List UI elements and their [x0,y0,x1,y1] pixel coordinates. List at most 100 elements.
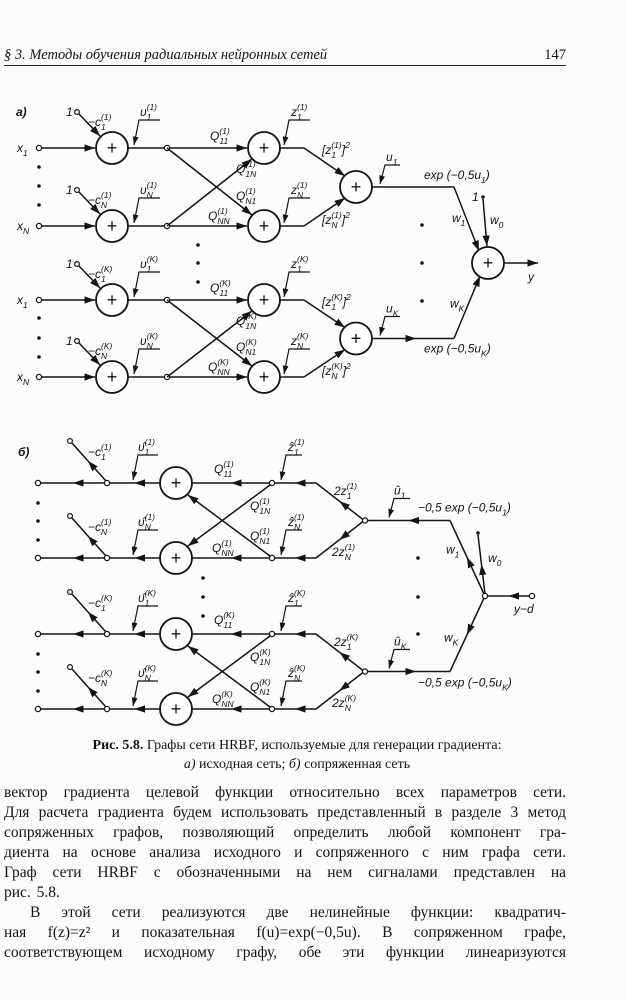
label-text: ) [484,168,490,182]
plus-sign: + [107,367,118,387]
signal-label-leader [282,271,310,298]
signal-label-leader [131,605,158,632]
label-text: Q [210,281,219,295]
label-subscript: 1 [145,447,150,457]
signal-label-leader [282,119,310,146]
label-subscript: N [297,341,304,351]
summing-node: + [159,617,193,651]
label-subscript: 1 [461,218,466,228]
signal-label: exp (−0,5uK) [424,342,491,359]
label-text: Q [210,129,219,143]
signal-label: Q(1)11 [214,459,234,479]
w0-label: w0 [490,213,504,230]
z-hat-signal-label: ẑ(1)N [287,512,305,532]
signal-label: Q(K)NN [212,689,234,709]
square-gradient-edge [315,482,340,502]
label-text: z [290,105,297,119]
header-title: § 3. Методы обучения радиальных нейронны… [4,47,328,63]
label-subscript: N1 [245,196,256,206]
panel-label-a: а) [16,105,27,119]
summing-node: + [247,360,281,394]
label-superscript: 2 [344,210,350,220]
label-superscript: (1) [219,126,230,136]
body-line: Граф сети HRBF с обозначенными на нем си… [4,864,566,881]
body-line: ная f(z)=z² и показательная f(u)=exp(−0,… [4,924,566,941]
label-superscript: (K) [347,632,359,642]
bias-terminal [73,187,80,194]
ellipsis-dot [476,531,480,535]
label-text: û [394,484,401,498]
input-label: x1 [16,293,28,310]
label-superscript: (K) [217,357,229,367]
signal-label: [z(1)N]2 [321,210,350,230]
square-gradient-edge [315,539,340,559]
label-text: ẑ [287,440,294,454]
input-terminal [35,222,43,230]
label-subscript: 0 [497,558,502,568]
label-superscript: (K) [147,254,159,264]
label-subscript: 1 [294,598,299,608]
bias-one-label: 1 [66,334,73,348]
square-edge [303,197,346,227]
label-superscript: (1) [245,186,256,196]
label-superscript: (1) [245,159,256,169]
ellipsis-dot [37,203,41,207]
weight-gradient-edge [449,520,468,558]
label-subscript: N [23,377,30,387]
ellipsis-dot [36,501,40,505]
error-input-label: y−d [513,602,534,616]
label-text: Q [212,541,221,555]
bias-edge [78,342,101,366]
label-subscript: 11 [223,469,232,479]
label-text: w [446,543,456,557]
label-subscript: N [331,371,338,381]
signal-label: Q(1)N1 [250,526,270,546]
ellipsis-dot [36,652,40,656]
label-superscript: (K) [101,593,113,603]
label-superscript: (K) [147,331,159,341]
caption-b-text: сопряженная сеть [300,757,411,772]
label-superscript: (1) [259,526,270,536]
square-edge [303,299,346,329]
label-text: x [16,141,24,155]
label-superscript: (K) [331,292,343,302]
label-subscript: N [101,527,108,537]
label-superscript: (1) [147,180,158,190]
signal-label-leader [132,197,160,224]
label-text: Q [236,314,245,328]
label-subscript: 1N [245,321,257,331]
ellipsis-dot [201,595,205,599]
v-hat-signal-label: υ̂(K)N [138,663,156,683]
label-text: Q [250,499,259,513]
summing-node: + [159,541,193,575]
z-hat-signal-label: ẑ(K)N [287,663,306,683]
body-text: вектор градиента целевой функции относит… [4,783,566,963]
label-text: Q [236,340,245,354]
label-subscript: N [294,673,301,683]
signal-label: Q(1)1N [250,496,271,516]
signal-label: Q(K)N1 [236,337,257,357]
ellipsis-dot [37,355,41,359]
label-subscript: N [145,522,152,532]
square-gradient-edge [339,520,364,541]
square-gradient-edge [339,500,364,521]
branch-node [268,630,276,638]
label-superscript: (1) [221,538,232,548]
signal-label: Q(1)NN [212,538,234,558]
bias-gradient-edge [87,611,107,633]
label-superscript: (K) [345,693,357,703]
label-superscript: (K) [259,677,271,687]
bias-gradient-edge [479,564,487,595]
bias-edge [482,198,490,247]
label-superscript: (1) [331,140,342,150]
label-text: Q [236,189,245,203]
weight-label: wK [444,631,459,648]
plus-sign: + [259,290,270,310]
square-edge [303,147,346,177]
body-line: соответствующем исходному графу, обе эти… [4,944,566,961]
label-subscript: N1 [259,687,270,697]
label-text: w [444,631,454,645]
signal-label-leader [282,348,310,375]
center-weight-label: −c(K)1 [88,264,113,284]
label-superscript: (K) [223,610,235,620]
